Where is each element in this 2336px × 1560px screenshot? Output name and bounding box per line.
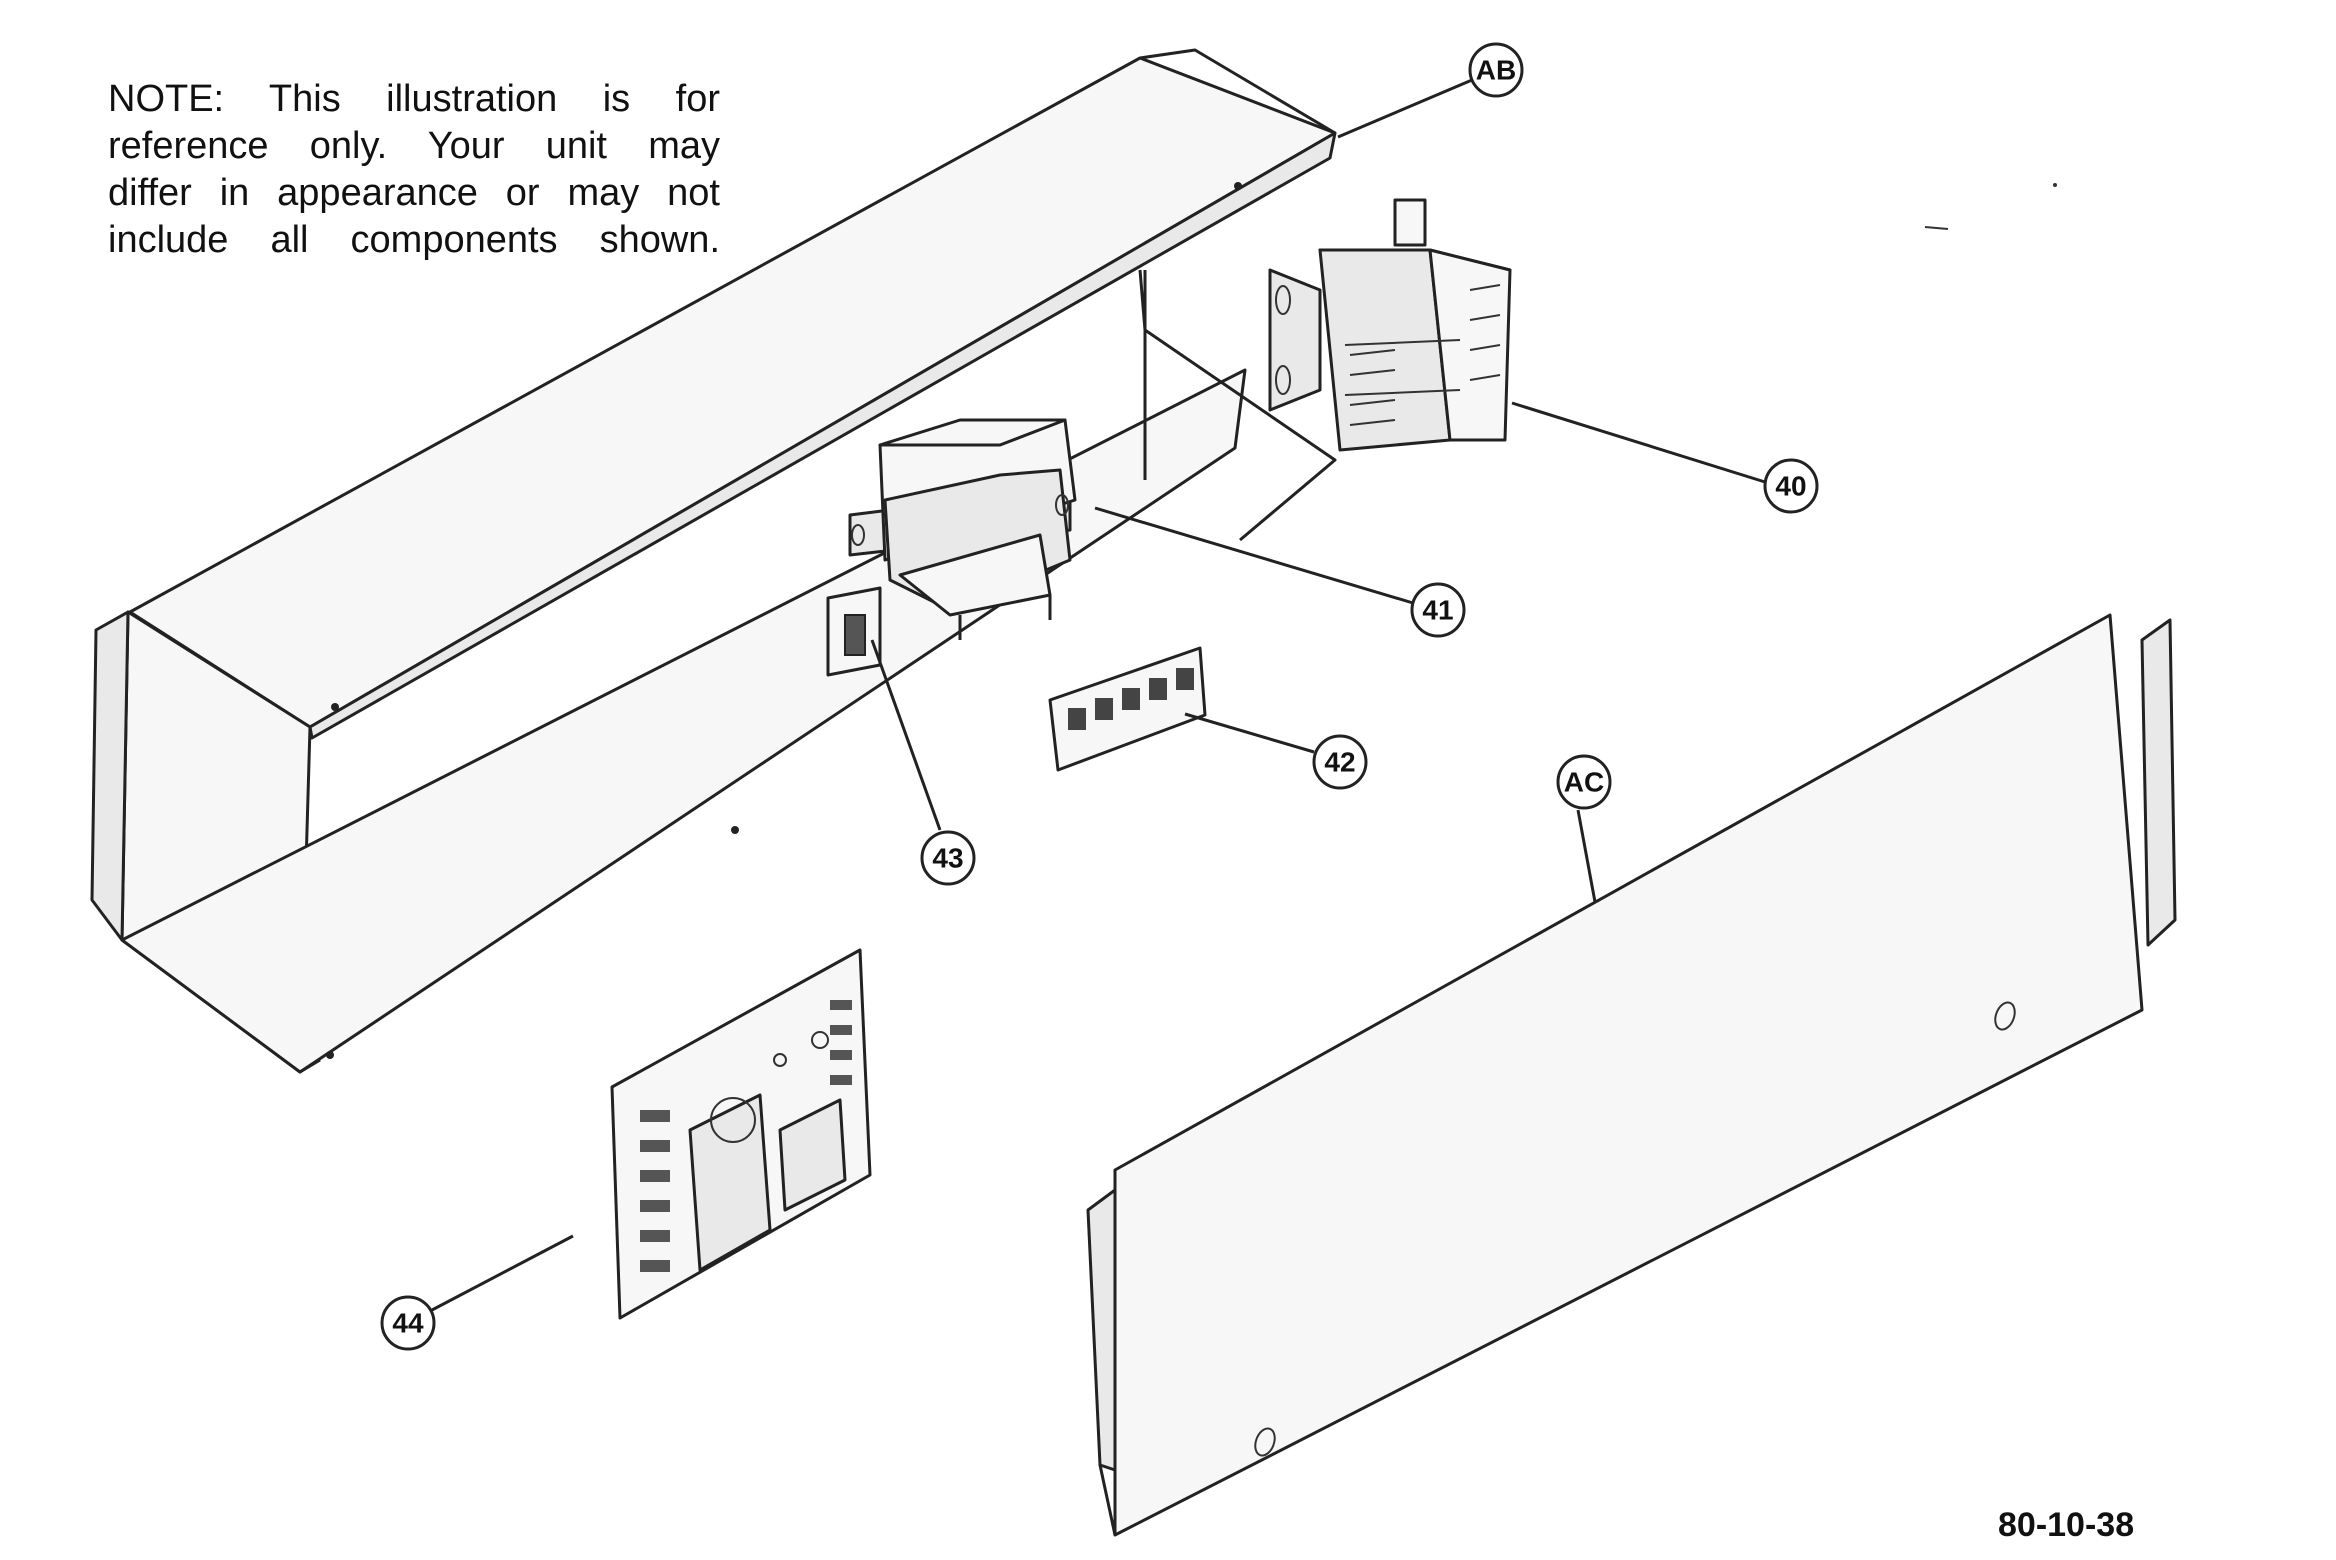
note-line: include all components shown. [108,219,720,261]
callout-44-label: 44 [392,1308,424,1339]
callout-ac: AC [1556,754,1612,810]
callout-42: 42 [1312,734,1368,790]
callout-41-label: 41 [1422,595,1453,626]
callout-ab: AB [1468,42,1524,98]
transformer [848,418,1077,640]
terminal-block [1048,646,1207,772]
relay [1268,198,1512,452]
front-panel [1086,613,2177,1537]
callout-ac-label: AC [1564,767,1604,798]
note-line: differ in appearance or may not [108,172,720,214]
callout-44: 44 [380,1295,436,1351]
control-board [610,948,872,1320]
note-text: NOTE: This illustration is for reference… [108,76,720,264]
callout-40-label: 40 [1775,471,1806,502]
callout-43-label: 43 [932,843,963,874]
callout-43: 43 [920,830,976,886]
callout-42-label: 42 [1324,747,1355,778]
small-bracket [826,586,882,677]
callout-40: 40 [1763,458,1819,514]
note-line: NOTE: This illustration is for [108,78,720,120]
note-line: reference only. Your unit may [108,125,720,167]
figure-number: 80-10-38 [1998,1506,2135,1544]
callout-41: 41 [1410,582,1466,638]
housing-cover [90,48,1337,1074]
leader-lines [431,78,1766,1312]
callout-ab-label: AB [1476,55,1516,86]
